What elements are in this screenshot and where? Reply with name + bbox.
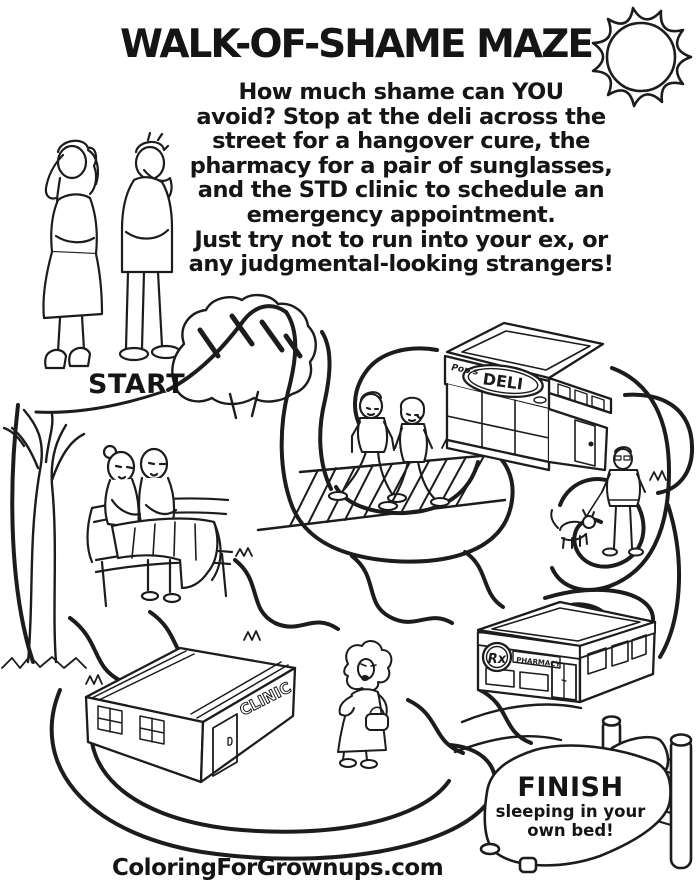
sun-icon — [591, 6, 693, 108]
walking-couple — [327, 391, 451, 512]
instructions-line: emergency appointment. — [246, 201, 556, 228]
leafy-tree — [171, 293, 317, 420]
start-label: START — [88, 369, 186, 400]
bench-couple — [86, 444, 234, 608]
page-title: WALK-OF-SHAME MAZE — [120, 22, 594, 67]
pharmacy-rx-text: Rx — [488, 652, 507, 667]
deli-building: DELI Pop's — [443, 321, 613, 472]
bare-tree — [1, 408, 87, 669]
instructions-line: avoid? Stop at the deli across the — [196, 103, 606, 130]
finish-bed — [479, 715, 693, 874]
pharmacy-building: Rx PHARMACY — [476, 600, 657, 704]
clinic-building: CLINIC — [84, 646, 297, 784]
instructions-text: How much shame can YOU avoid? Stop at th… — [140, 80, 662, 277]
finish-label: FINISH — [517, 772, 624, 803]
shamed-couple — [42, 131, 182, 370]
finish-subtitle: sleeping in your — [495, 802, 646, 821]
instructions-line: and the STD clinic to schedule an — [197, 177, 605, 204]
finish-label-block: FINISH sleeping in your own bed! — [488, 773, 653, 840]
deli-owner-text: Pop's — [450, 363, 479, 378]
instructions-line: Just try not to run into your ex, or — [194, 226, 608, 253]
instructions-line: street for a hangover cure, the — [212, 128, 590, 155]
judgmental-woman — [337, 640, 393, 769]
finish-subtitle: own bed! — [527, 820, 614, 840]
instructions-line: any judgmental-looking strangers! — [188, 251, 614, 278]
dog-walker — [550, 446, 646, 557]
website-credit: ColoringForGrownups.com — [112, 855, 444, 881]
instructions-line: How much shame can YOU — [238, 79, 564, 105]
maze-paths — [10, 304, 695, 861]
instructions-line: pharmacy for a pair of sunglasses, — [189, 152, 613, 179]
